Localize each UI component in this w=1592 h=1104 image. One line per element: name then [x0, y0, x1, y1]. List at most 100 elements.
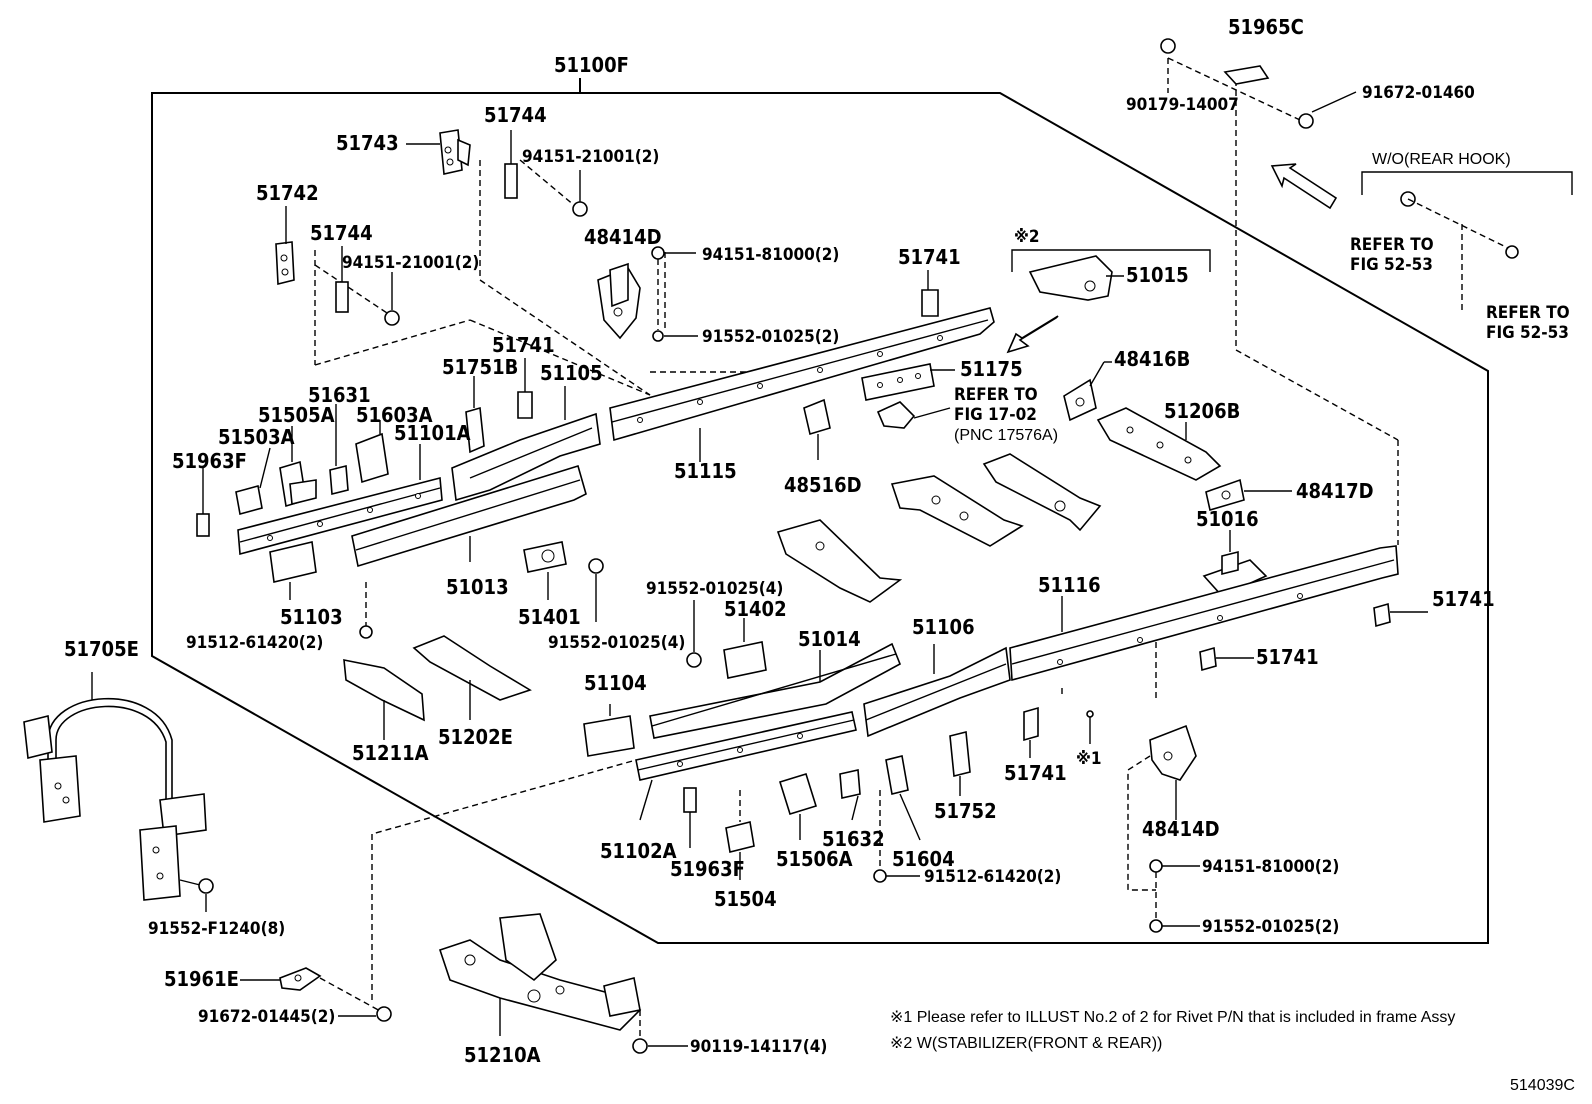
label-51014: 51014: [798, 627, 861, 651]
part-51015: [1011, 249, 1211, 301]
label-51015: 51015: [1126, 263, 1189, 287]
part-51743: [406, 129, 471, 175]
part-51503A: [235, 447, 271, 516]
part-51211A: [343, 659, 425, 740]
label-51751B: 51751B: [442, 355, 518, 379]
label-pnc: (PNC 17576A): [954, 427, 1058, 444]
label-51604: 51604: [892, 847, 955, 871]
label-51013: 51013: [446, 575, 509, 599]
label-51106: 51106: [912, 615, 975, 639]
label-51116: 51116: [1038, 573, 1101, 597]
label-48414D-a: 48414D: [584, 225, 662, 249]
label-51741-d: 51741: [1256, 645, 1319, 669]
footnote-1: ※1 Please refer to ILLUST No.2 of 2 for …: [890, 1009, 1455, 1026]
part-51016: [1202, 530, 1268, 597]
reference-code: 514039C: [1510, 1077, 1575, 1094]
label-wo-rear-hook: W/O(REAR HOOK): [1372, 151, 1511, 168]
label-51506A: 51506A: [776, 847, 853, 871]
label-94151-21001-a: 94151-21001(2): [522, 147, 659, 167]
label-51741-b: 51741: [492, 333, 555, 357]
part-51115: [609, 307, 995, 462]
center-crossmember-3: [776, 519, 903, 603]
label-51505A: 51505A: [258, 403, 335, 427]
direction-arrow: [1006, 315, 1059, 354]
part-51741-a: [921, 289, 939, 317]
label-51603A: 51603A: [356, 403, 433, 427]
label-91672-01460: 91672-01460: [1362, 83, 1475, 103]
part-51705E: [23, 672, 214, 912]
part-51175: [861, 363, 955, 429]
part-51116: [1009, 545, 1399, 700]
label-51103: 51103: [280, 605, 343, 629]
part-51631: [329, 404, 349, 496]
part-51603A: [355, 420, 389, 484]
label-51210A: 51210A: [464, 1043, 541, 1067]
label-51743: 51743: [336, 131, 399, 155]
part-51604: [873, 755, 921, 883]
part-48414D-a: [597, 246, 698, 342]
label-91512-61420-b: 91512-61420(2): [924, 867, 1061, 887]
labels: 51100F 51965C 90179-14007 91672-01460 W/…: [64, 15, 1575, 1094]
label-94151-21001-b: 94151-21001(2): [342, 253, 479, 273]
part-51401: [523, 541, 604, 622]
label-51202E: 51202E: [438, 725, 513, 749]
label-refer-to-3: REFER TO: [954, 385, 1038, 405]
part-48414D-b: [1127, 724, 1200, 933]
part-51210A: [438, 913, 688, 1054]
part-51961E: [240, 759, 637, 1022]
part-51102A: [635, 711, 857, 821]
part-51104: [583, 704, 635, 757]
label-51961E: 51961E: [164, 967, 239, 991]
label-51632: 51632: [822, 827, 885, 851]
label-94151-81000-b: 94151-81000(2): [1202, 857, 1339, 877]
label-48416B: 48416B: [1114, 347, 1190, 371]
part-48516D: [803, 398, 831, 460]
label-51102A: 51102A: [600, 839, 677, 863]
part-51632: [839, 769, 861, 821]
part-51741-b: [517, 391, 533, 419]
part-51105: [451, 386, 601, 502]
label-91552-01025-b: 91552-01025(4): [548, 633, 685, 653]
part-51741-c: [1373, 602, 1391, 628]
label-48417D: 48417D: [1296, 479, 1374, 503]
label-note-mark-2: ※2: [1014, 227, 1040, 247]
label-51965C: 51965C: [1228, 15, 1304, 39]
part-51742: [275, 206, 295, 286]
label-91552-01025-a: 91552-01025(2): [702, 327, 839, 347]
rear-hook-group: [1160, 38, 1573, 545]
label-90179-14007: 90179-14007: [1126, 95, 1239, 115]
label-51105: 51105: [540, 361, 603, 385]
part-51741-d: [1199, 646, 1217, 672]
label-51100F: 51100F: [554, 53, 629, 77]
label-51744-b: 51744: [310, 221, 373, 245]
part-51202E: [412, 635, 532, 720]
center-crossmember-2: [982, 453, 1102, 532]
label-51963F-a: 51963F: [172, 449, 247, 473]
label-51741-c: 51741: [1432, 587, 1495, 611]
label-51401: 51401: [518, 605, 581, 629]
label-fig-52-53-1: FIG 52-53: [1350, 255, 1433, 275]
nut-94151-a: [572, 201, 588, 217]
label-94151-81000-a: 94151-81000(2): [702, 245, 839, 265]
part-48417D: [1205, 478, 1292, 512]
part-51013: [351, 464, 587, 568]
label-91552-01025-d: 91552-01025(2): [1202, 917, 1339, 937]
label-fig-17-02: FIG 17-02: [954, 405, 1037, 425]
assembly-boundary: [151, 78, 1489, 944]
part-51014: [649, 642, 902, 739]
label-refer-to-2: REFER TO: [1486, 303, 1570, 323]
part-51963F-b: [683, 787, 697, 848]
part-51744-b: [335, 246, 349, 313]
label-51752: 51752: [934, 799, 997, 823]
footnote-2: ※2 W(STABILIZER(FRONT & REAR)): [890, 1035, 1162, 1052]
label-91552-01025-c: 91552-01025(4): [646, 579, 783, 599]
label-51744-a: 51744: [484, 103, 547, 127]
label-fig-52-53-2: FIG 52-53: [1486, 323, 1569, 343]
label-51742: 51742: [256, 181, 319, 205]
label-91512-61420-a: 91512-61420(2): [186, 633, 323, 653]
label-51741-a: 51741: [898, 245, 961, 269]
label-51963F-b: 51963F: [670, 857, 745, 881]
part-51505A: [279, 426, 317, 508]
part-51744-a: [504, 130, 518, 199]
